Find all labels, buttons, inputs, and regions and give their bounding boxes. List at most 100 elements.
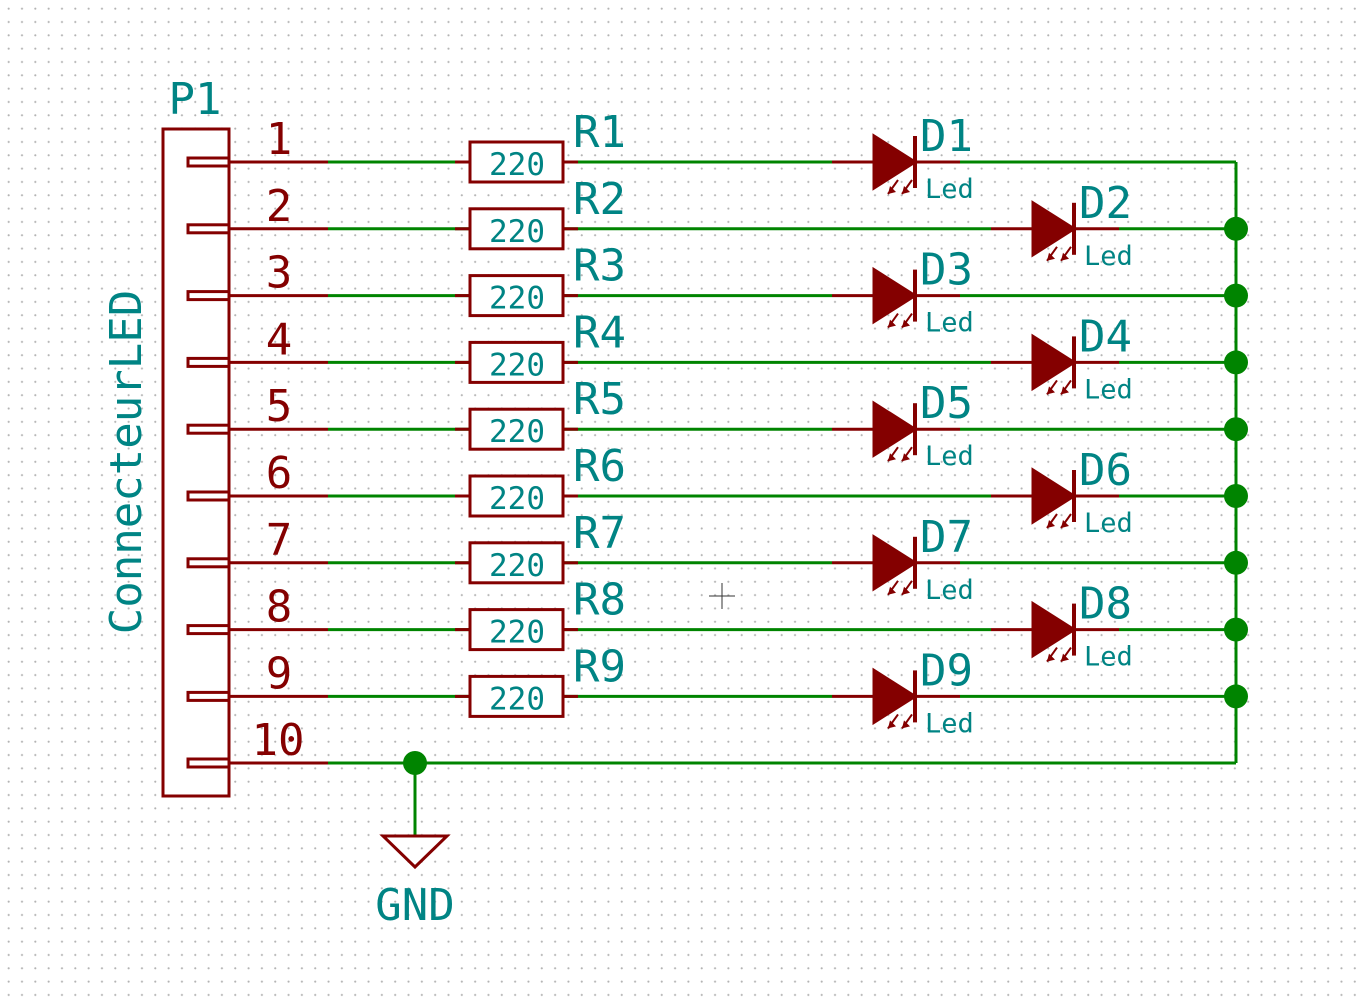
led-triangle-icon <box>1031 467 1077 525</box>
led-ref: D7 <box>920 512 973 563</box>
pin-number-10: 10 <box>252 715 305 766</box>
led-triangle-icon <box>872 266 918 325</box>
led-ref: D2 <box>1079 178 1132 229</box>
junctions-layer <box>403 216 1248 775</box>
junction-dot <box>1224 350 1248 375</box>
ground-symbol[interactable]: GND <box>375 763 455 931</box>
resistor-body <box>468 608 565 652</box>
resistor-value: 220 <box>489 414 545 450</box>
resistor-value: 220 <box>489 147 545 183</box>
led-arrowhead-icon <box>888 720 896 729</box>
led-arrowhead-icon <box>888 453 896 462</box>
resistor-value: 220 <box>489 347 545 383</box>
led-ref: D3 <box>920 245 973 296</box>
led-ref: D8 <box>1079 579 1132 630</box>
led-ref: D5 <box>920 378 973 429</box>
resistor-body <box>468 541 565 585</box>
pin-number-4: 4 <box>266 314 293 365</box>
pin-number-6: 6 <box>266 448 293 499</box>
resistor-body <box>468 407 565 451</box>
junction-dot <box>1224 617 1248 642</box>
led-value: Led <box>925 308 974 339</box>
led-arrowhead-icon <box>1047 386 1055 395</box>
led-arrowhead-icon <box>902 186 910 194</box>
pin-number-2: 2 <box>266 181 293 232</box>
led-arrowhead-icon <box>1061 520 1069 528</box>
resistor-ref: R6 <box>573 441 626 492</box>
led-triangle-icon <box>1031 600 1077 659</box>
led-triangle-icon <box>872 534 918 592</box>
led-arrowhead-icon <box>902 720 910 729</box>
connector-ref: P1 <box>169 74 222 125</box>
led-ref: D9 <box>920 645 973 696</box>
led-value: Led <box>1084 374 1133 405</box>
cursor-crosshair-icon <box>709 583 735 609</box>
led-triangle-icon <box>1031 200 1077 258</box>
junction-dot <box>1224 216 1248 241</box>
led-arrowhead-icon <box>902 586 910 595</box>
connector-body <box>161 127 231 798</box>
pin-number-8: 8 <box>266 582 293 633</box>
led-arrowhead-icon <box>1047 520 1055 528</box>
led-arrowhead-icon <box>902 453 910 462</box>
resistor-R1: 220 R1 <box>455 107 626 184</box>
led-triangle-icon <box>872 133 918 191</box>
led-value: Led <box>925 174 974 205</box>
resistor-ref: R4 <box>573 307 626 358</box>
led-arrowhead-icon <box>1061 653 1069 662</box>
resistor-value: 220 <box>489 548 545 584</box>
pin-number-3: 3 <box>266 248 293 299</box>
led-arrowhead-icon <box>888 186 896 194</box>
pin-number-1: 1 <box>266 114 293 165</box>
resistors-layer: 220R1220R2220R3220R4220R5220R6220R7220R8… <box>455 107 626 718</box>
led-value: Led <box>925 708 974 739</box>
led-value: Led <box>1084 642 1133 673</box>
resistor-ref: R1 <box>573 107 626 158</box>
pin-number-7: 7 <box>266 515 293 566</box>
resistor-body <box>468 207 565 251</box>
gnd-label: GND <box>375 880 454 931</box>
led-value: Led <box>1084 508 1133 539</box>
led-ref: D6 <box>1079 445 1132 496</box>
resistor-ref: R3 <box>573 241 626 292</box>
led-triangle-icon <box>872 667 918 726</box>
resistor-R5: 220 R5 <box>455 374 626 451</box>
resistor-body <box>468 140 565 184</box>
led-arrowhead-icon <box>888 319 896 328</box>
resistor-value: 220 <box>489 681 545 717</box>
led-triangle-icon <box>1031 333 1077 392</box>
junction-dot <box>1224 417 1248 442</box>
led-triangle-icon <box>872 400 918 458</box>
led-arrowhead-icon <box>1061 252 1069 261</box>
led-ref: D1 <box>920 111 973 162</box>
resistor-ref: R5 <box>573 374 626 425</box>
led-value: Led <box>925 441 974 472</box>
resistor-R8: 220 R8 <box>455 575 626 652</box>
resistor-body <box>468 340 565 384</box>
led-value: Led <box>1084 241 1133 272</box>
pin-number-5: 5 <box>266 381 293 432</box>
connector-value: ConnecteurLED <box>101 290 152 634</box>
wires-layer <box>328 160 1238 765</box>
led-arrowhead-icon <box>1047 653 1055 662</box>
resistor-ref: R8 <box>573 575 626 626</box>
resistor-value: 220 <box>489 615 545 651</box>
resistor-R4: 220 R4 <box>455 307 626 384</box>
led-ref: D4 <box>1079 311 1132 362</box>
